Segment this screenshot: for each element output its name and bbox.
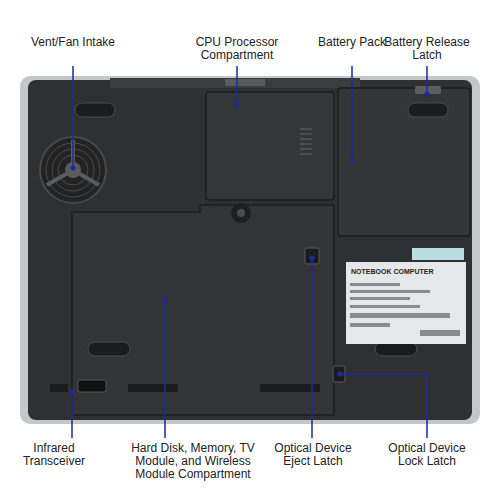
callout-label: Optical Device Lock Latch (377, 442, 477, 468)
callout-label: CPU Processor Compartment (187, 36, 287, 62)
callout-label: Optical Device Eject Latch (263, 442, 363, 468)
laptop-shell (20, 76, 480, 424)
small-sticker (412, 248, 464, 260)
small-vent-hub (237, 209, 245, 217)
leader-lines (72, 66, 427, 438)
callout-label: Battery Pack (317, 36, 387, 49)
callout-label: Vent/Fan Intake (28, 36, 118, 49)
callout-label: Battery Release Latch (382, 36, 472, 62)
cpu-vents (300, 128, 312, 155)
infrared-window (78, 380, 106, 392)
small-vent (231, 203, 251, 223)
product-sticker (346, 262, 466, 344)
port (225, 79, 265, 86)
main-compartment (72, 205, 334, 415)
cpu-cover (206, 92, 334, 200)
sticker-text: NOTEBOOK COMPUTER (351, 268, 433, 276)
sticker-print (350, 283, 460, 336)
leader-dots (70, 92, 430, 395)
callout-label: Hard Disk, Memory, TV Module, and Wirele… (118, 442, 268, 481)
laptop-base (28, 80, 472, 420)
port-strip (110, 78, 360, 88)
side-vents (50, 384, 320, 392)
battery-pack (338, 88, 470, 236)
callout-label: Infrared Transceiver (9, 442, 99, 468)
